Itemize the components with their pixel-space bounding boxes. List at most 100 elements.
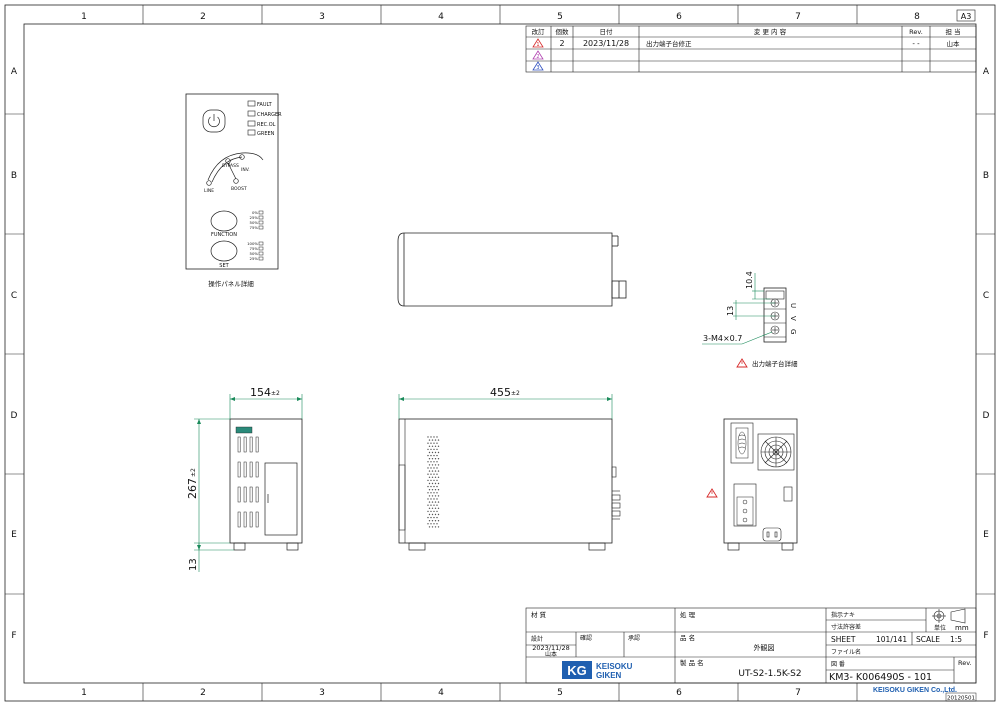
scale-value: 1:5 bbox=[950, 635, 962, 644]
vent-hole bbox=[437, 476, 440, 478]
check-label: 確認 bbox=[580, 634, 592, 642]
rev-label: Rev. bbox=[958, 659, 972, 667]
vent-hole bbox=[427, 498, 429, 500]
vent-hole bbox=[427, 492, 429, 494]
part-name-label: 品 名 bbox=[680, 633, 695, 642]
row-letter-c-right: C bbox=[983, 291, 989, 301]
vent-hole bbox=[434, 439, 437, 441]
rev-row-date: 2023/11/28 bbox=[583, 39, 629, 48]
vent-hole bbox=[436, 504, 438, 506]
col-number-4: 4 bbox=[438, 12, 444, 22]
vent-hole bbox=[433, 467, 435, 469]
vent-hole bbox=[428, 451, 431, 454]
vent-hole bbox=[437, 470, 440, 472]
vent-hole bbox=[434, 495, 437, 497]
row-letter-a-right: A bbox=[983, 67, 990, 77]
vent-hole bbox=[430, 454, 432, 457]
drawing-no: KM3- K006490S - 101 bbox=[829, 672, 932, 683]
vent-hole bbox=[428, 489, 431, 491]
vent-hole bbox=[428, 501, 431, 503]
design-person: 山本 bbox=[545, 650, 557, 658]
col-number-2-bottom: 2 bbox=[200, 688, 206, 698]
vent-hole bbox=[431, 526, 434, 528]
dim-depth: 455 bbox=[490, 386, 511, 399]
vent-hole bbox=[436, 510, 438, 513]
vent-hole bbox=[430, 461, 432, 463]
dim-pitch: 13 bbox=[726, 306, 735, 316]
vent-hole bbox=[431, 451, 434, 454]
vent-hole bbox=[437, 464, 440, 466]
set-scale-1: 75% bbox=[250, 246, 259, 251]
panel-detail-caption: 操作パネル詳細 bbox=[208, 279, 254, 288]
vent-hole bbox=[427, 442, 429, 444]
vent-hole bbox=[427, 448, 429, 451]
vent-hole bbox=[430, 448, 432, 451]
col-number-6: 6 bbox=[676, 12, 682, 22]
vent-hole bbox=[431, 482, 434, 485]
row-letter-a: A bbox=[11, 67, 18, 77]
design-label: 設計 bbox=[531, 635, 543, 643]
vent-hole bbox=[434, 507, 437, 509]
zone-ticks bbox=[5, 5, 995, 701]
vent-hole bbox=[437, 445, 440, 447]
vent-hole bbox=[433, 436, 435, 438]
rev-mark-1: 1 bbox=[532, 38, 544, 48]
vent-hole bbox=[434, 513, 437, 516]
vent-hole bbox=[434, 458, 437, 460]
vent-hole bbox=[428, 513, 431, 516]
vent-hole bbox=[431, 513, 434, 516]
vent-hole bbox=[433, 492, 435, 494]
design-date: 2023/11/28 bbox=[532, 644, 569, 652]
front-view bbox=[229, 418, 303, 551]
rear-breaker bbox=[783, 486, 793, 502]
function-scale-1: 25% bbox=[250, 215, 259, 220]
vent-hole bbox=[431, 464, 434, 466]
row-letter-e: E bbox=[11, 530, 17, 540]
drawing-frame bbox=[4, 4, 996, 702]
vent-hole bbox=[436, 448, 438, 451]
vent-hole bbox=[431, 495, 434, 497]
set-label: SET bbox=[219, 263, 229, 269]
side-view bbox=[398, 418, 621, 551]
dim-top: 10.4 bbox=[745, 271, 754, 289]
vent-hole bbox=[427, 454, 429, 457]
vent-hole bbox=[431, 445, 434, 447]
rear-connector bbox=[735, 427, 749, 459]
vent-hole bbox=[427, 516, 429, 519]
warning-icon-rear bbox=[706, 488, 718, 498]
warning-icon-terminal bbox=[736, 358, 748, 368]
rear-view bbox=[723, 418, 798, 551]
row-letter-c: C bbox=[11, 291, 17, 301]
drawing-no-label: 図 番 bbox=[831, 661, 845, 668]
vent-hole bbox=[430, 498, 432, 500]
terminal-detail: U V G 10.4 13 3-M4×0.7 bbox=[702, 271, 797, 345]
dim-depth-tol: ±2 bbox=[511, 390, 520, 397]
row-letter-f: F bbox=[11, 631, 16, 641]
vent-hole bbox=[430, 479, 432, 482]
vent-hole bbox=[430, 473, 432, 475]
rev-header-mark: 改訂 bbox=[532, 27, 546, 36]
set-scale-3: 25% bbox=[250, 256, 259, 261]
vent-hole bbox=[427, 504, 429, 506]
front-vent-slots bbox=[237, 436, 259, 528]
vent-hole bbox=[437, 507, 440, 509]
svg-text:KG: KG bbox=[567, 663, 587, 678]
phase-v: V bbox=[789, 316, 797, 321]
set-scale-0: 100% bbox=[247, 241, 258, 246]
vent-hole bbox=[434, 451, 437, 454]
vent-hole bbox=[430, 523, 432, 525]
version-code: 20120501 bbox=[947, 696, 975, 702]
vent-hole bbox=[433, 510, 435, 513]
vent-hole bbox=[427, 523, 429, 525]
vent-hole bbox=[433, 461, 435, 463]
vent-hole bbox=[428, 476, 431, 478]
projection-symbol-icon bbox=[932, 608, 966, 624]
power-inlet-icon bbox=[762, 527, 782, 542]
col-number-6-bottom: 6 bbox=[676, 688, 682, 698]
function-scale-3: 75% bbox=[250, 225, 259, 230]
vent-hole bbox=[428, 464, 431, 466]
vent-hole bbox=[428, 526, 431, 528]
vent-hole bbox=[427, 436, 429, 438]
vent-hole bbox=[431, 489, 434, 491]
vent-hole bbox=[433, 448, 435, 451]
